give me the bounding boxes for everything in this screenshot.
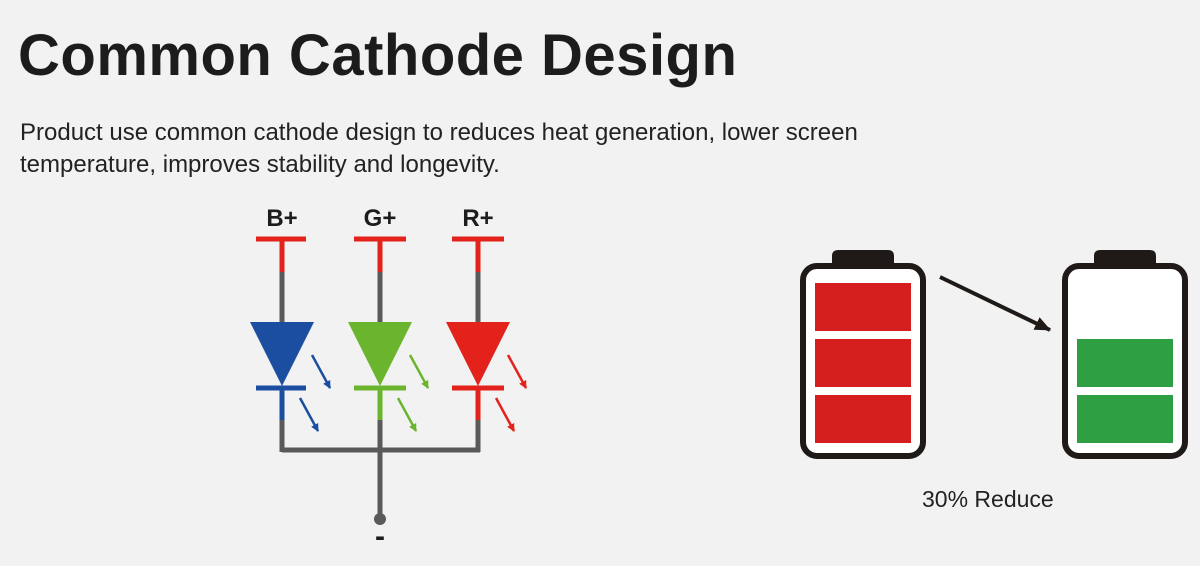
battery-after-segments [1077, 339, 1173, 443]
reduction-arrow [939, 275, 1051, 332]
emission-arrow-green-1 [408, 354, 430, 389]
battery-before-segment-3 [815, 283, 911, 331]
common-cathode-circuit: - B+ G+ R+ [250, 205, 528, 553]
page-description: Product use common cathode design to red… [20, 119, 858, 178]
emission-arrow-green-2 [396, 397, 418, 432]
ground-label: - [375, 520, 385, 553]
battery-before-segments [815, 283, 911, 443]
emission-arrow-red-1 [506, 354, 528, 389]
emission-arrow-red-2 [494, 397, 516, 432]
battery-before [800, 250, 926, 459]
reduction-caption: 30% Reduce [922, 486, 1054, 512]
terminal-label-blue: B+ [266, 205, 297, 232]
battery-after-segment-1 [1077, 395, 1173, 443]
battery-after [1062, 250, 1188, 459]
battery-after-cap [1094, 250, 1156, 266]
diode-triangle-blue [250, 322, 314, 386]
led-green: G+ [348, 205, 430, 452]
battery-comparison [800, 250, 1188, 459]
led-red: R+ [446, 205, 528, 452]
diode-triangle-red [446, 322, 510, 386]
battery-after-segment-2 [1077, 339, 1173, 387]
emission-arrow-blue-1 [310, 354, 332, 389]
battery-before-segment-2 [815, 339, 911, 387]
terminal-label-red: R+ [462, 205, 493, 232]
diode-triangle-green [348, 322, 412, 386]
battery-before-cap [832, 250, 894, 266]
emission-arrow-blue-2 [298, 397, 320, 432]
page-title: Common Cathode Design [18, 23, 738, 88]
terminal-label-green: G+ [364, 205, 397, 232]
ground-node [374, 513, 386, 525]
led-blue: B+ [250, 205, 332, 452]
battery-before-segment-1 [815, 395, 911, 443]
